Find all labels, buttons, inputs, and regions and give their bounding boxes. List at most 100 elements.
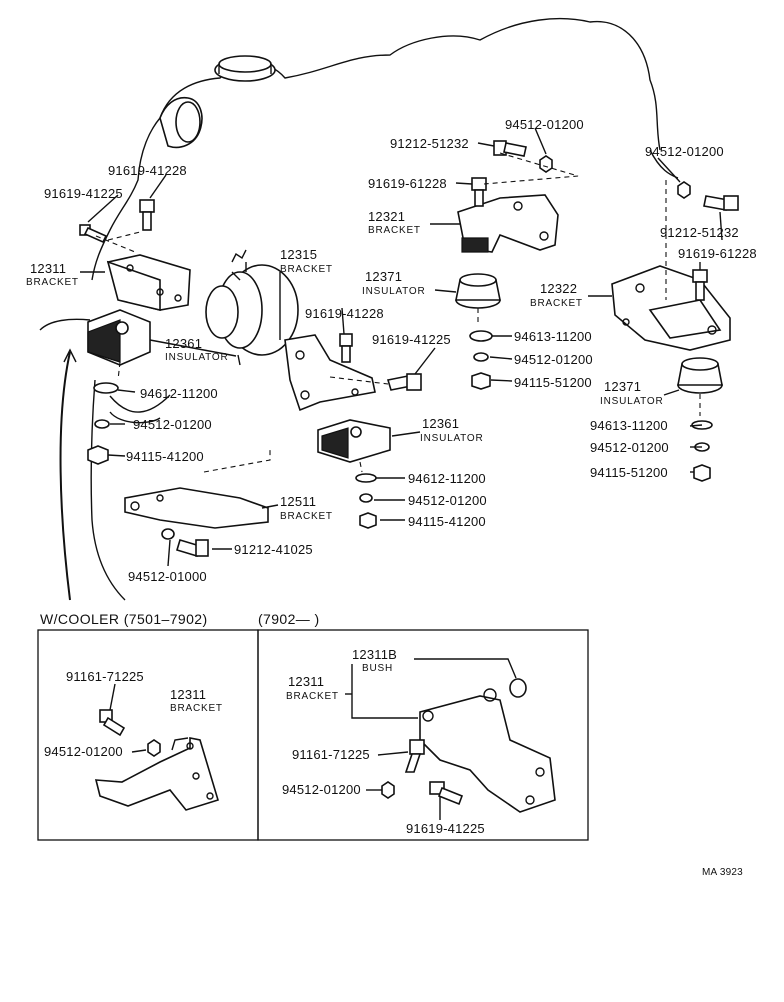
nut-94512-right-panel <box>381 781 395 799</box>
nut-94512-right <box>677 181 691 199</box>
bolt-91619-41228-mid <box>339 333 353 363</box>
bracket-12315 <box>284 334 376 412</box>
nut-94115-left <box>87 445 109 465</box>
label-part-number: 12322 <box>540 281 578 296</box>
nut-94115-mid <box>359 512 377 529</box>
panel-w-cooler <box>37 629 259 841</box>
bracket-12321 <box>457 194 559 253</box>
label-part-number: 91212-41025 <box>234 542 313 557</box>
bolt-91619-41228-left <box>139 199 155 231</box>
label-part-number: 12371 <box>365 269 403 284</box>
bracket-12311-right-panel <box>419 695 556 813</box>
bolt-91161-71225-right-panel <box>404 739 425 773</box>
label-part-number: 94115-51200 <box>514 375 592 390</box>
label-part-number: 94512-01200 <box>505 117 584 132</box>
panel-title-w-cooler: W/COOLER (7501–7902) <box>40 611 208 627</box>
washer-94612-mid <box>355 473 377 483</box>
panel-7902 <box>257 629 589 841</box>
label-part-name: BRACKET <box>280 511 333 522</box>
label-part-number: 91161-71225 <box>292 747 370 762</box>
panel-left-parts <box>94 683 219 811</box>
bracket-12322 <box>611 265 731 351</box>
panel-title-7902: (7902— ) <box>258 611 320 627</box>
bolt-91161-71225-left-panel <box>99 709 126 737</box>
insulator-12361-mid <box>317 419 391 463</box>
nut-94512-top <box>539 155 553 173</box>
label-part-number: 91161-71225 <box>66 669 144 684</box>
washer-94512-a <box>473 352 489 362</box>
label-part-number: 94612-11200 <box>408 471 486 486</box>
label-part-number: 91212-51232 <box>660 225 739 240</box>
label-part-name: BRACKET <box>286 691 339 702</box>
label-part-number: 12321 <box>368 209 406 224</box>
label-part-number: 91619-61228 <box>368 176 447 191</box>
label-part-number: 12361 <box>165 336 203 351</box>
label-part-number: 91619-41228 <box>108 163 187 178</box>
label-part-number: 94512-01200 <box>408 493 487 508</box>
bracket-12311 <box>106 254 191 312</box>
label-part-number: 94512-01000 <box>128 569 207 584</box>
bolt-91212-51232-right <box>703 195 739 211</box>
label-part-number: 12511 <box>280 494 317 509</box>
label-part-number: 94512-01200 <box>514 352 593 367</box>
label-part-number: 94613-11200 <box>514 329 592 344</box>
label-part-name: BRACKET <box>26 277 79 288</box>
nut-94115-b <box>693 464 711 482</box>
insulator-12361-left <box>87 309 151 366</box>
label-part-name: BRACKET <box>368 225 421 236</box>
bracket-12311-left-panel <box>94 737 219 811</box>
label-part-number: 91619-41225 <box>372 332 451 347</box>
label-part-number: 12311 <box>30 261 67 276</box>
bolt-91619-61228-top <box>471 177 487 207</box>
label-part-name: INSULATOR <box>600 396 664 407</box>
washer-94512-01000 <box>161 528 175 540</box>
bracket-12511 <box>124 487 269 529</box>
label-part-number: 91619-41225 <box>44 186 123 201</box>
label-part-number: 94512-01200 <box>645 144 724 159</box>
bolt-91212-51232-top <box>493 140 527 157</box>
label-part-name: INSULATOR <box>165 352 229 363</box>
washer-94613-a <box>469 330 493 342</box>
nut-94512-left-panel <box>147 739 161 757</box>
label-part-number: 12311 <box>170 687 207 702</box>
label-part-number: 94115-41200 <box>408 514 486 529</box>
bolt-91619-41225-right-panel <box>429 781 464 806</box>
label-part-name: INSULATOR <box>362 286 426 297</box>
label-part-number: 91619-61228 <box>678 246 757 261</box>
leader-lines <box>59 127 723 601</box>
label-part-number: 91212-51232 <box>390 136 469 151</box>
label-part-name: BUSH <box>362 663 393 674</box>
label-part-number: 94613-11200 <box>590 418 668 433</box>
label-part-number: 91619-41228 <box>305 306 384 321</box>
label-part-number: 94612-11200 <box>140 386 218 401</box>
washer-94512-mid <box>359 493 373 503</box>
bolt-91619-41225-left <box>79 224 108 244</box>
label-part-number: 94115-41200 <box>126 449 204 464</box>
washer-94512-left <box>94 419 110 429</box>
label-part-number: 94512-01200 <box>133 417 212 432</box>
bush-12311B <box>509 678 527 698</box>
figure-ref-code: MA 3923 <box>702 867 743 878</box>
bolt-91619-41225-mid <box>386 373 422 391</box>
label-part-number: 91619-41225 <box>406 821 485 836</box>
label-part-number: 12311 <box>288 674 325 689</box>
bolt-91619-61228-right <box>692 269 708 301</box>
insulator-12371-right <box>677 357 723 394</box>
label-part-number: 94512-01200 <box>44 744 123 759</box>
insulator-12371-top <box>455 273 501 309</box>
label-part-name: BRACKET <box>530 298 583 309</box>
label-part-number: 12311B <box>352 647 398 662</box>
upper-hose <box>159 96 203 149</box>
label-part-number: 12315 <box>280 247 318 262</box>
label-part-number: 94115-51200 <box>590 465 668 480</box>
washer-94612-left <box>93 382 119 394</box>
label-part-name: INSULATOR <box>420 433 484 444</box>
panel-right-parts <box>345 658 556 820</box>
nut-94115-a <box>471 372 491 390</box>
label-part-number: 94512-01200 <box>282 782 361 797</box>
label-part-number: 12371 <box>604 379 642 394</box>
radiator-cap <box>214 55 276 82</box>
label-part-name: BRACKET <box>170 703 223 714</box>
label-part-name: BRACKET <box>280 264 333 275</box>
